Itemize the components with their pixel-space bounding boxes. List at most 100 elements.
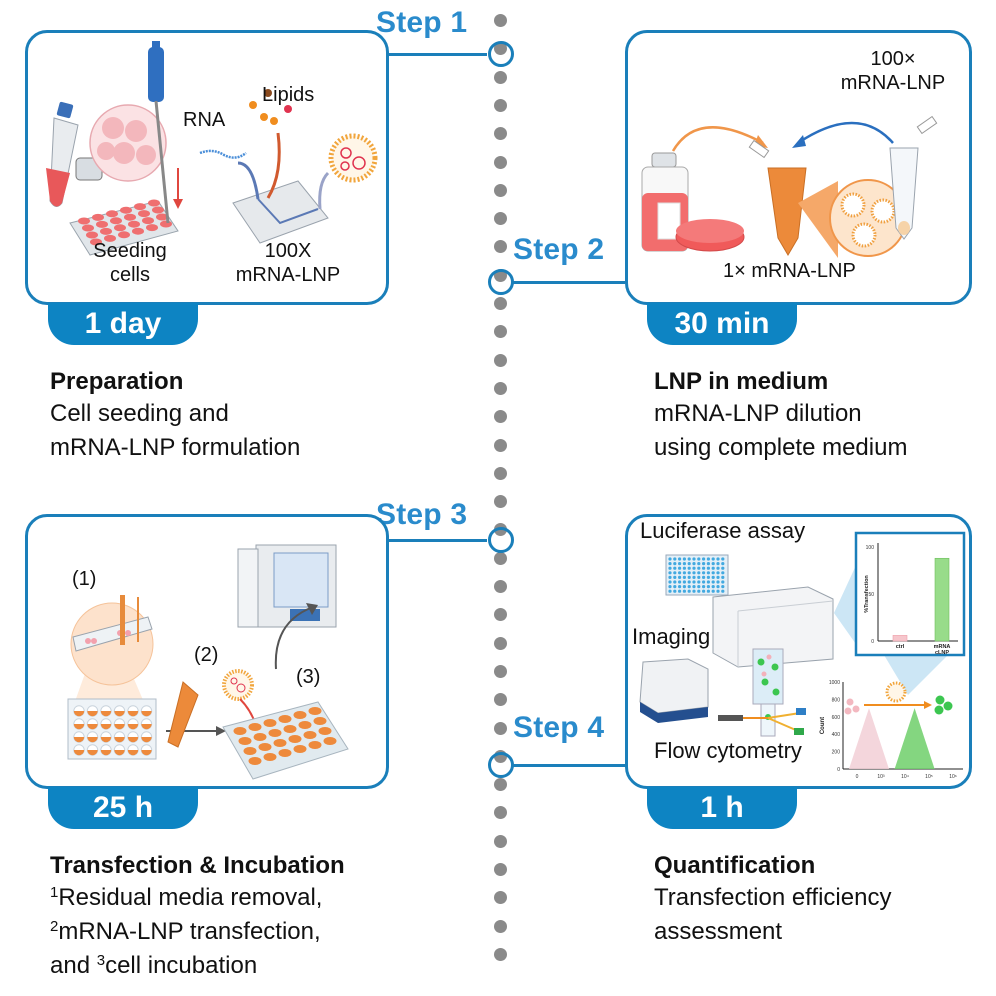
cells-magnifier-icon — [89, 104, 167, 182]
y-tick-label: 800 — [832, 697, 841, 703]
timeline-dot — [494, 664, 507, 678]
plate-reader-icon — [712, 586, 834, 668]
well — [668, 575, 672, 579]
well-media — [100, 750, 112, 756]
well-media — [127, 750, 139, 756]
well — [146, 224, 158, 232]
timeline-dot — [494, 325, 507, 339]
well — [687, 585, 691, 589]
petri-dish-icon — [675, 219, 745, 252]
well — [706, 571, 710, 575]
well-media — [100, 737, 112, 743]
timeline-dot — [494, 183, 507, 197]
y-tick-label: 0 — [837, 767, 840, 773]
step-2-description: mRNA-LNP dilution using complete medium — [654, 397, 907, 465]
lipids-icon — [249, 89, 292, 125]
well — [243, 747, 257, 755]
description-text: Residual media removal, — [58, 884, 323, 911]
transfected-cell — [934, 705, 944, 715]
well — [692, 557, 696, 561]
well — [687, 589, 691, 593]
well — [134, 203, 146, 211]
well — [711, 580, 715, 584]
step-2-description-line: using complete medium — [654, 434, 908, 461]
y-tick-label: 200 — [832, 750, 841, 756]
well — [248, 757, 262, 765]
untransfected-cell — [846, 698, 854, 706]
step-1-title: Preparation — [50, 368, 184, 395]
step-2-label: Step 2 — [513, 233, 605, 266]
timeline-node-step-2 — [487, 269, 514, 295]
well — [673, 580, 677, 584]
step-4-description: Transfection efficiency assessment — [654, 881, 891, 949]
well — [668, 571, 672, 575]
step-3-label: Step 3 — [376, 498, 468, 531]
well — [673, 566, 677, 570]
seeding-cells-line-2: cells — [109, 264, 150, 286]
well — [308, 707, 322, 715]
well — [678, 562, 682, 566]
untransfected-cell — [844, 707, 852, 715]
step-1-duration-badge: 1 day — [48, 303, 198, 345]
well — [92, 213, 104, 221]
well — [678, 557, 682, 561]
well — [692, 566, 696, 570]
substep-1-label: (1) — [72, 568, 97, 590]
well — [721, 585, 725, 589]
superscript: 2 — [50, 918, 59, 935]
well — [90, 238, 102, 246]
well — [678, 580, 682, 584]
well — [678, 575, 682, 579]
well — [706, 557, 710, 561]
well-plate-treated-icon — [222, 701, 349, 780]
well — [692, 580, 696, 584]
step-4-label: Step 4 — [513, 711, 605, 744]
well-media — [141, 750, 152, 756]
well — [687, 557, 691, 561]
timeline-node-step-3 — [487, 527, 514, 553]
well — [668, 580, 672, 584]
well-media — [87, 737, 98, 743]
well — [702, 557, 706, 561]
well — [678, 585, 682, 589]
transfection-arrow-head — [924, 701, 932, 709]
y-tick-label: 1000 — [829, 680, 840, 686]
well — [278, 715, 292, 723]
well — [313, 717, 327, 725]
well — [668, 585, 672, 589]
well — [692, 585, 696, 589]
well — [692, 575, 696, 579]
well — [721, 580, 725, 584]
well — [303, 731, 317, 739]
well — [702, 575, 706, 579]
bar-mrna-clnp — [934, 557, 950, 642]
well — [308, 741, 322, 749]
well — [687, 575, 691, 579]
timeline-dot — [494, 381, 507, 395]
well — [673, 575, 677, 579]
y-tick-label: 400 — [832, 732, 841, 738]
well-media — [114, 750, 125, 756]
well — [100, 227, 112, 235]
well — [711, 566, 715, 570]
well-media — [127, 711, 139, 717]
well — [682, 562, 686, 566]
description-text: mRNA-LNP transfection, — [58, 918, 321, 945]
well — [323, 737, 337, 745]
timeline-dot — [494, 466, 507, 480]
step-2-duration-badge: 30 min — [647, 303, 797, 345]
stock-lnp-line-1: 100× — [870, 48, 916, 70]
well-media — [87, 724, 98, 730]
stock-lnp-label: 100× mRNA-LNP — [828, 47, 958, 95]
flow-cell-icon — [718, 648, 806, 737]
stock-tube-icon — [889, 115, 938, 240]
y-tick-label: 50 — [868, 592, 874, 598]
x-tick-label: cLNP — [935, 650, 949, 656]
lipids-label: Lipids — [262, 84, 315, 106]
incubate-arrow-icon — [274, 606, 314, 670]
well — [673, 589, 677, 593]
well — [711, 575, 715, 579]
well — [697, 566, 701, 570]
well — [716, 571, 720, 575]
well — [268, 729, 282, 737]
